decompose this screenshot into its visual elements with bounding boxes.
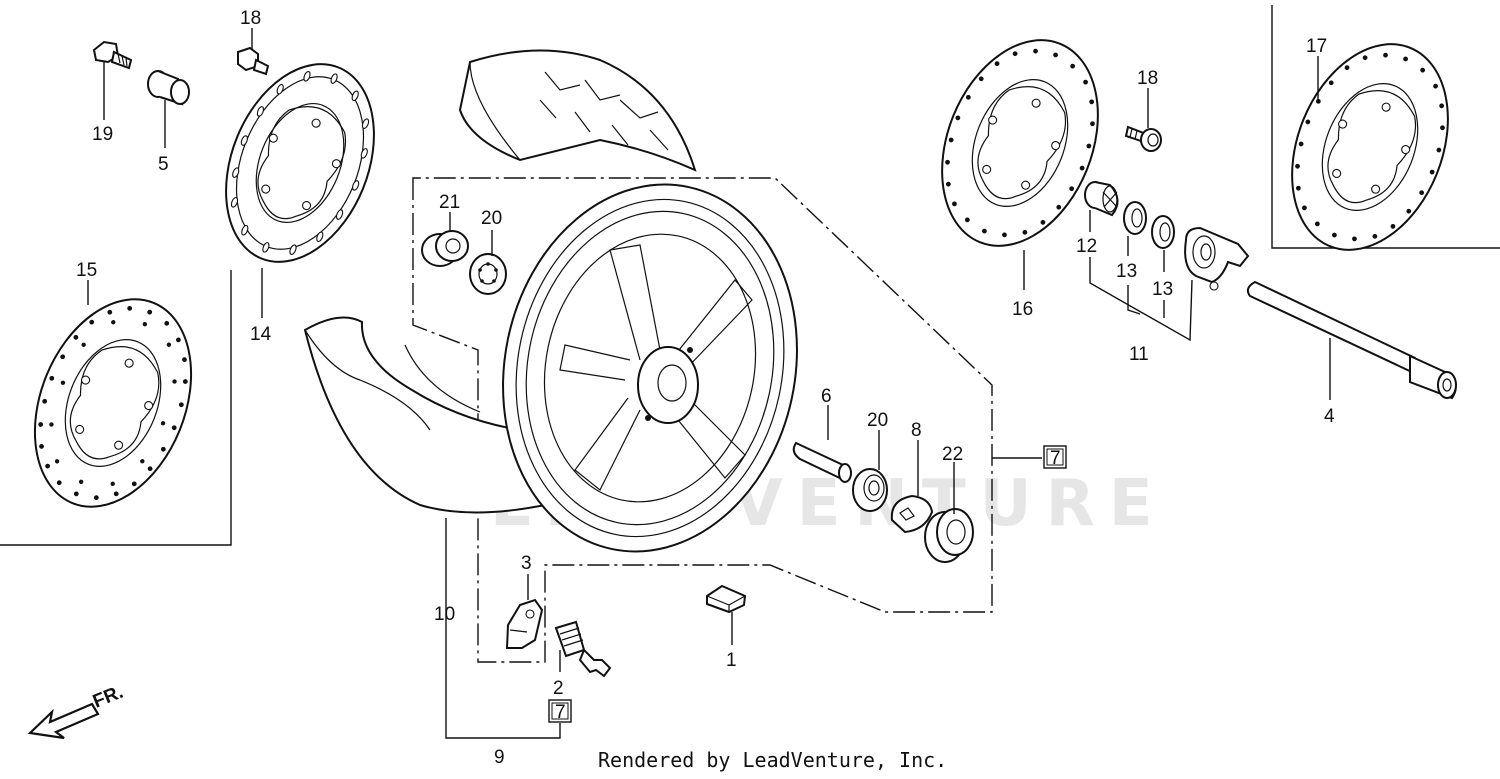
callout-22: 22 (942, 444, 963, 465)
callout-6: 6 (821, 386, 832, 407)
callout-13-b: 13 (1152, 279, 1173, 300)
callout-13-a: 13 (1116, 261, 1137, 282)
part-20-bearing-lower[interactable] (852, 468, 888, 512)
callout-8: 8 (911, 420, 922, 441)
callout-17: 17 (1306, 36, 1327, 57)
part-3-bracket[interactable] (505, 598, 544, 649)
svg-text:7: 7 (555, 702, 566, 723)
part-5-collar[interactable] (147, 70, 190, 106)
callout-1: 1 (726, 650, 737, 671)
part-11-gearbox[interactable] (1184, 226, 1250, 291)
part-22-seal[interactable] (924, 508, 974, 563)
part-13-seal-b[interactable] (1151, 215, 1175, 249)
callout-18-left: 18 (240, 8, 261, 29)
callout-15: 15 (76, 260, 97, 281)
part-13-seal-a[interactable] (1123, 201, 1147, 235)
part-18-bolt-left[interactable] (237, 46, 270, 76)
part-16-brake-disc[interactable] (913, 17, 1127, 269)
part-6-spacer[interactable] (792, 441, 852, 483)
part-17-brake-disc[interactable] (1263, 21, 1477, 273)
part-1-weight[interactable] (706, 584, 747, 614)
leader-lines (87, 28, 1331, 739)
front-direction-arrow: FR. (27, 682, 126, 740)
callout-11: 11 (1129, 344, 1149, 365)
frame-lines (0, 5, 1500, 546)
callout-12: 12 (1076, 236, 1097, 257)
callout-19: 19 (92, 124, 113, 145)
callout-21: 21 (439, 192, 460, 213)
callout-9: 9 (494, 747, 505, 768)
callout-16: 16 (1012, 299, 1033, 320)
callout-20-upper: 20 (481, 208, 502, 229)
callout-20-lower: 20 (867, 410, 888, 431)
part-15-brake-disc[interactable] (6, 276, 220, 530)
part-18-bolt-right[interactable] (1124, 125, 1162, 152)
part-2-valve[interactable] (554, 620, 612, 678)
part-21-bearing[interactable] (421, 230, 469, 267)
set-outline-7 (412, 177, 1042, 663)
callout-3: 3 (521, 553, 532, 574)
part-8-retainer[interactable] (890, 494, 934, 534)
callout-18-right: 18 (1137, 68, 1158, 89)
callout-4: 4 (1324, 406, 1335, 427)
wheel-assembly[interactable] (470, 157, 831, 579)
svg-text:7: 7 (1050, 448, 1061, 469)
callout-5: 5 (158, 154, 169, 175)
part-12-collar[interactable] (1084, 181, 1119, 217)
part-20-bearing-upper[interactable] (469, 253, 507, 295)
callout-14: 14 (250, 324, 272, 345)
direction-label: FR. (90, 682, 126, 713)
part-4-axle[interactable] (1246, 280, 1457, 400)
footer-credit: Rendered by LeadVenture, Inc. (598, 748, 948, 772)
callout-10: 10 (434, 604, 455, 625)
callout-2: 2 (553, 678, 564, 699)
boxed-callout-7-right: 7 (1043, 445, 1067, 469)
part-19-bolt[interactable] (92, 40, 133, 70)
callouts: 18 19 5 15 14 21 20 10 3 2 9 1 6 20 8 22… (76, 8, 1335, 768)
part-14-brake-disc[interactable] (198, 42, 401, 284)
boxed-callout-7-bottom: 7 (548, 699, 572, 723)
part-10-tire[interactable] (303, 49, 697, 514)
